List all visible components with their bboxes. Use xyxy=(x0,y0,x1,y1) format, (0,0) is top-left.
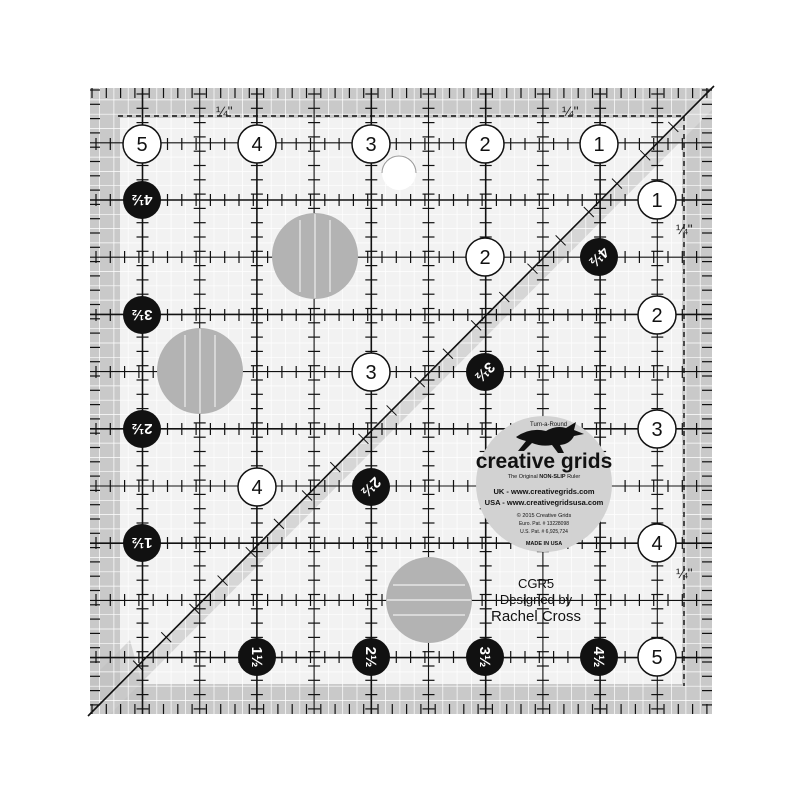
brand-logo-text: creative grids xyxy=(476,450,613,473)
fox-icon xyxy=(516,422,584,453)
ruler-number: 2 xyxy=(651,305,662,327)
diagonal-tick xyxy=(527,263,538,275)
half-inch-diagonal-set: 4½ 3½ 2½ xyxy=(352,238,618,506)
ruler-number: 5 xyxy=(651,647,662,669)
diagonal-tick xyxy=(470,320,482,331)
diagonal-45-line xyxy=(87,85,715,717)
ruler-number: 3 xyxy=(365,134,376,156)
diagonal-tick xyxy=(442,348,454,360)
logo-seal-disc xyxy=(476,416,612,552)
quarter-inch-mark: ¼" xyxy=(676,565,693,581)
diagonal-tick xyxy=(329,461,341,473)
half-inch-number: 3½ xyxy=(476,647,493,668)
diagonal-tick xyxy=(160,631,172,643)
designer-name: Rachel Cross xyxy=(491,608,581,625)
diagonal-tick xyxy=(414,376,426,388)
ruler-number: 4 xyxy=(651,533,662,555)
half-inch-number: 4½ xyxy=(590,647,607,668)
made-in-usa: MADE IN USA xyxy=(526,541,562,547)
copyright: © 2015 Creative Grids xyxy=(517,512,572,519)
half-inch-number: 2½ xyxy=(132,420,153,437)
us-patent: U.S. Pat. # 6,925,724 xyxy=(520,529,568,535)
diagonal-tick xyxy=(217,575,228,586)
ruler-number: 2 xyxy=(479,247,490,269)
top-number-row: 5 4 3 2 1 xyxy=(122,124,619,164)
designed-by-label: Designed by xyxy=(500,592,573,607)
half-inch-bottom-row: 1½ 2½ 3½ 4½ xyxy=(238,638,618,676)
ruler-number: 4 xyxy=(251,134,262,156)
quarter-inch-mark: ¼" xyxy=(216,103,233,119)
quarter-inch-mark: ¼" xyxy=(562,103,579,119)
ruler-number: 4 xyxy=(251,477,262,499)
ruler-number: 1 xyxy=(651,190,662,212)
hanging-hole xyxy=(382,156,416,190)
diagonal-tick xyxy=(358,433,369,445)
diagonal-tick xyxy=(555,234,566,246)
half-inch-number: 1½ xyxy=(248,647,265,668)
diagonal-tick xyxy=(498,291,510,303)
diagonal-tick xyxy=(639,149,651,161)
uk-website: UK - www.creativegrids.com xyxy=(493,487,594,496)
diagonal-tick xyxy=(667,121,679,133)
ruler-number: 3 xyxy=(365,362,376,384)
ruler-number: 1 xyxy=(593,134,604,156)
usa-website: USA - www.creativegridsusa.com xyxy=(485,498,604,507)
half-inch-number: 3½ xyxy=(132,306,153,323)
diagonal-tick xyxy=(189,603,200,615)
half-inch-number: 1½ xyxy=(132,534,153,551)
diagonal-tick xyxy=(611,178,623,190)
diagonal-number-set: 2 3 4 xyxy=(237,237,505,507)
ruler-number: 5 xyxy=(136,134,147,156)
diagonal-tick xyxy=(301,490,313,501)
ruler-number: 2 xyxy=(479,134,490,156)
euro-patent: Euro. Pat. # 13228098 xyxy=(519,521,569,527)
diagonal-tick xyxy=(132,660,144,671)
tagline: The Original NON-SLIP Ruler xyxy=(508,474,581,480)
logo-seal: Turn-a-Round creative grids The Original… xyxy=(476,416,613,552)
half-inch-number: 4½ xyxy=(132,191,153,208)
turn-a-round-label: Turn-a-Round xyxy=(530,422,567,428)
right-number-column: 1 2 3 4 5 xyxy=(637,180,677,677)
corner-shade xyxy=(90,640,150,714)
quarter-inch-mark: ¼" xyxy=(676,221,693,237)
ruler-number: 3 xyxy=(651,419,662,441)
diagonal-tick xyxy=(245,546,257,558)
diagonal-tick xyxy=(273,518,285,530)
half-inch-number: 2½ xyxy=(362,647,379,668)
half-inch-left-column: 4½ 3½ 2½ 1½ xyxy=(123,181,161,562)
diagonal-tick xyxy=(386,405,397,416)
model-number: CGR5 xyxy=(518,576,554,591)
diagonal-tick xyxy=(583,206,595,218)
